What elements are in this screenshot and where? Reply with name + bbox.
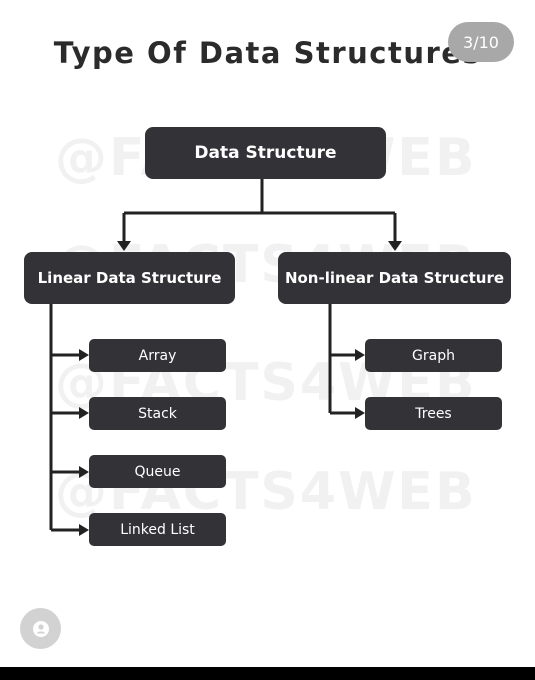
leaf-node-trees: Trees <box>365 397 502 430</box>
page-indicator-badge: 3/10 <box>448 22 514 62</box>
arrowhead-down <box>117 241 131 251</box>
arrowhead-right <box>79 349 89 361</box>
arrowhead-right <box>79 524 89 536</box>
leaf-node-linked-list: Linked List <box>89 513 226 546</box>
root-node-data-structure: Data Structure <box>145 127 386 179</box>
arrowhead-right <box>355 349 365 361</box>
leaf-node-graph: Graph <box>365 339 502 372</box>
leaf-node-queue: Queue <box>89 455 226 488</box>
category-node-non-linear: Non-linear Data Structure <box>278 252 511 304</box>
page-title: Type Of Data Structures <box>53 36 482 70</box>
leaf-node-array: Array <box>89 339 226 372</box>
leaf-node-stack: Stack <box>89 397 226 430</box>
category-node-linear: Linear Data Structure <box>24 252 235 304</box>
arrowhead-right <box>355 407 365 419</box>
arrowhead-right <box>79 407 89 419</box>
bottom-bar <box>0 667 535 680</box>
user-icon <box>32 620 49 637</box>
arrowhead-right <box>79 466 89 478</box>
arrowhead-down <box>388 241 402 251</box>
profile-avatar-button[interactable] <box>20 608 61 649</box>
